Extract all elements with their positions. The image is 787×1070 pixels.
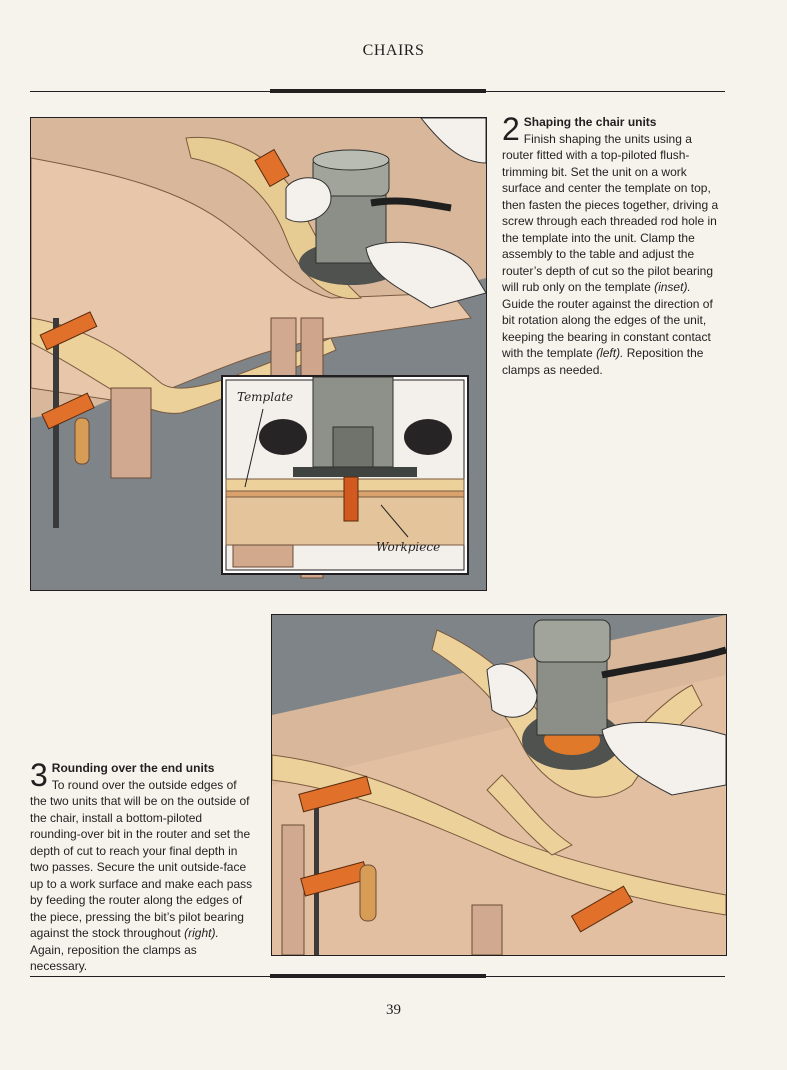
step-2-ref-inset: (inset). bbox=[654, 280, 691, 294]
step-3-number: 3 bbox=[30, 757, 48, 793]
step-2-text: 2 Shaping the chair units Finish shaping… bbox=[502, 111, 726, 378]
inset-label-workpiece: Workpiece bbox=[376, 540, 441, 554]
inset-label-template: Template bbox=[237, 390, 294, 404]
step-3-body-part2: Again, reposition the clamps as necessar… bbox=[30, 942, 197, 974]
step-3-body-part1: To round over the outside edges of the t… bbox=[30, 777, 253, 941]
step-2-body-part1: Finish shaping the units using a router … bbox=[502, 131, 719, 295]
running-header: CHAIRS bbox=[362, 42, 425, 59]
step-2-ref-left: (left). bbox=[596, 346, 624, 360]
header-rule-bar bbox=[270, 89, 486, 93]
step-2-body-part2: Guide the router against the direction o… bbox=[502, 296, 713, 361]
page-number: 39 bbox=[386, 1002, 401, 1018]
step-3-heading: Rounding over the end units bbox=[51, 761, 215, 775]
step-2-number: 2 bbox=[502, 111, 520, 147]
step-3-ref-right: (right). bbox=[184, 926, 219, 940]
step-2-body-part3: Reposition the clamps as needed. bbox=[502, 346, 704, 377]
router-roundover-illustration bbox=[271, 614, 727, 956]
footer-rule-bar bbox=[270, 974, 486, 978]
step-3-text: 3 Rounding over the end units To round o… bbox=[30, 757, 254, 975]
router-inset-illustration: Template Workpiece bbox=[221, 375, 469, 575]
step-2-heading: Shaping the chair units bbox=[523, 115, 657, 129]
